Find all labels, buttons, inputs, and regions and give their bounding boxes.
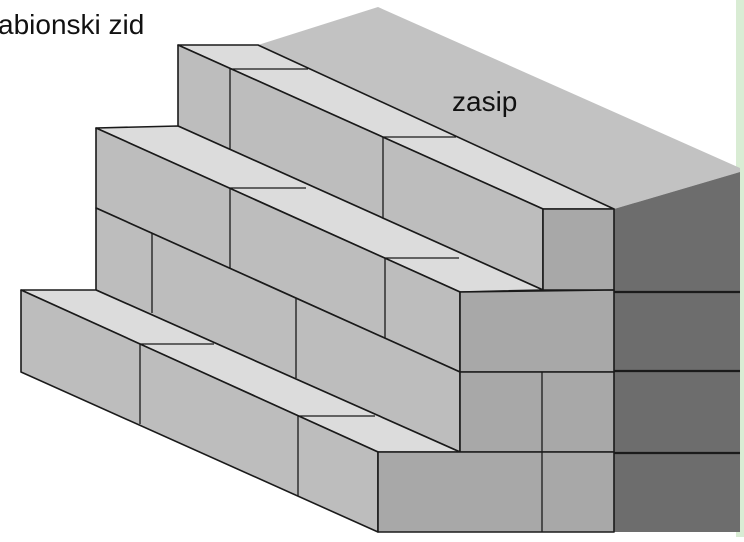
gabion-end-face [459,289,615,373]
gabion-tier-4 [177,44,615,291]
gabion-end-face [377,451,615,533]
backfill-label: zasip [452,86,517,117]
gabion-end-face [542,208,615,291]
backfill-side-face [614,172,740,532]
gabion-end-face [459,371,615,453]
backfill-top-face [178,7,740,209]
backfill [178,7,740,532]
gabion-tier-1 [20,289,615,533]
gabion-wall-label: abionski zid [0,9,144,40]
